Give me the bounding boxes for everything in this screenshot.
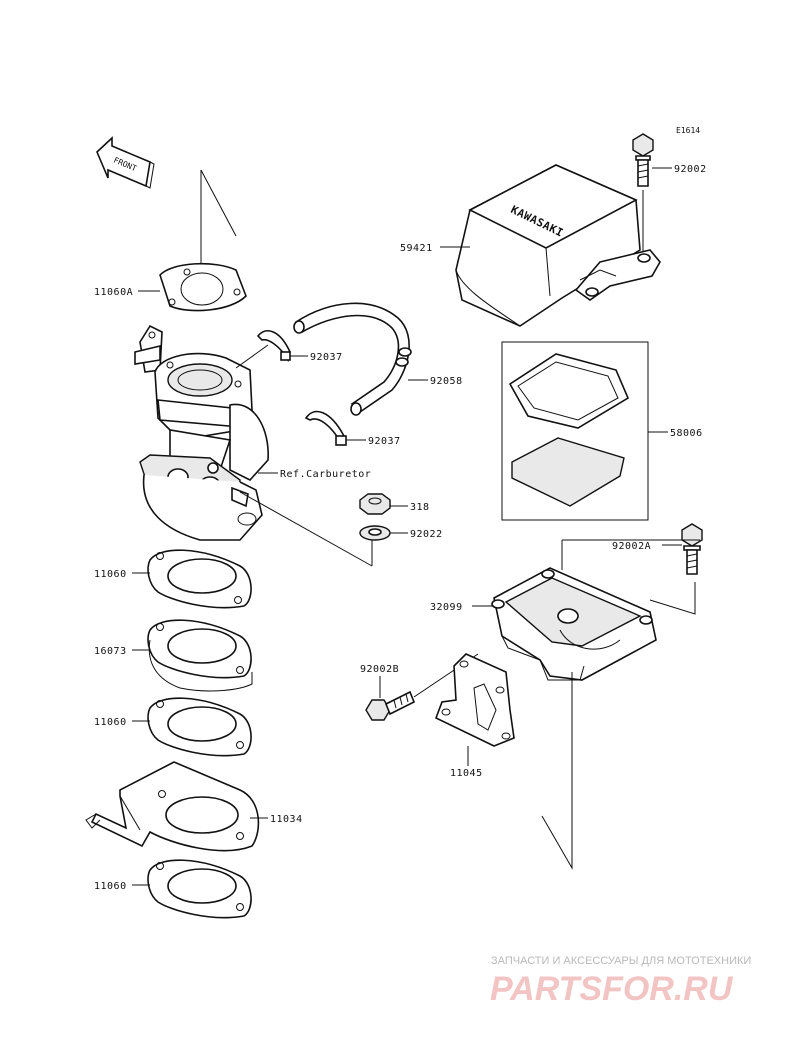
clamp-92037-top <box>256 330 291 363</box>
part-label-92037-bottom: 92037 <box>368 436 401 447</box>
part-label-59421: 59421 <box>400 243 433 254</box>
part-label-92037-top: 92037 <box>310 352 343 363</box>
bolt-92002 <box>632 133 654 187</box>
part-label-318: 318 <box>410 502 430 513</box>
base-32099 <box>491 567 657 681</box>
watermark-logo: PARTSFOR.RU <box>490 970 734 1008</box>
part-label-11045: 11045 <box>450 768 483 779</box>
bolt-92002a <box>681 523 703 575</box>
nut-318 <box>359 493 391 515</box>
part-label-11060-3: 11060 <box>94 881 127 892</box>
clamp-92037-bottom <box>304 410 347 447</box>
carburetor <box>134 324 269 541</box>
gasket-11060-2 <box>147 697 252 757</box>
watermark-tagline: ЗАПЧАСТИ И АКСЕССУАРЫ ДЛЯ МОТОТЕХНИКИ <box>491 955 751 967</box>
cover-59421: KAWASAKI <box>455 164 661 327</box>
part-label-11060-2: 11060 <box>94 717 127 728</box>
diagram-code: E1614 <box>676 126 700 135</box>
reference-line <box>235 344 269 369</box>
part-label-11060-1: 11060 <box>94 569 127 580</box>
part-label-92002a: 92002A <box>612 541 651 552</box>
reference-line <box>200 169 237 237</box>
reference-line <box>649 582 696 615</box>
gasket-11060-3 <box>147 859 252 919</box>
bracket-11045 <box>434 653 515 747</box>
bolt-92002b <box>365 690 416 721</box>
air-filter-58006 <box>501 341 649 521</box>
bracket-11034 <box>85 761 260 852</box>
front-arrow-icon: FRONT <box>96 136 155 189</box>
reference-line <box>561 539 700 570</box>
reference-line <box>541 672 573 870</box>
part-label-92002b: 92002B <box>360 664 399 675</box>
insulator-16073 <box>147 619 253 692</box>
reference-line <box>239 491 373 567</box>
washer-92022 <box>359 525 391 541</box>
part-label-11034: 11034 <box>270 814 303 825</box>
part-label-92058: 92058 <box>430 376 463 387</box>
part-label-16073: 16073 <box>94 646 127 657</box>
ref-carburetor-label: Ref.Carburetor <box>280 469 371 480</box>
part-label-32099: 32099 <box>430 602 463 613</box>
part-label-92002: 92002 <box>674 164 707 175</box>
part-label-11060a: 11060A <box>94 287 133 298</box>
hose-92058 <box>293 302 412 416</box>
gasket-11060-1 <box>147 549 252 609</box>
gasket-11060a <box>159 262 247 312</box>
part-label-58006: 58006 <box>670 428 703 439</box>
part-label-92022: 92022 <box>410 529 443 540</box>
